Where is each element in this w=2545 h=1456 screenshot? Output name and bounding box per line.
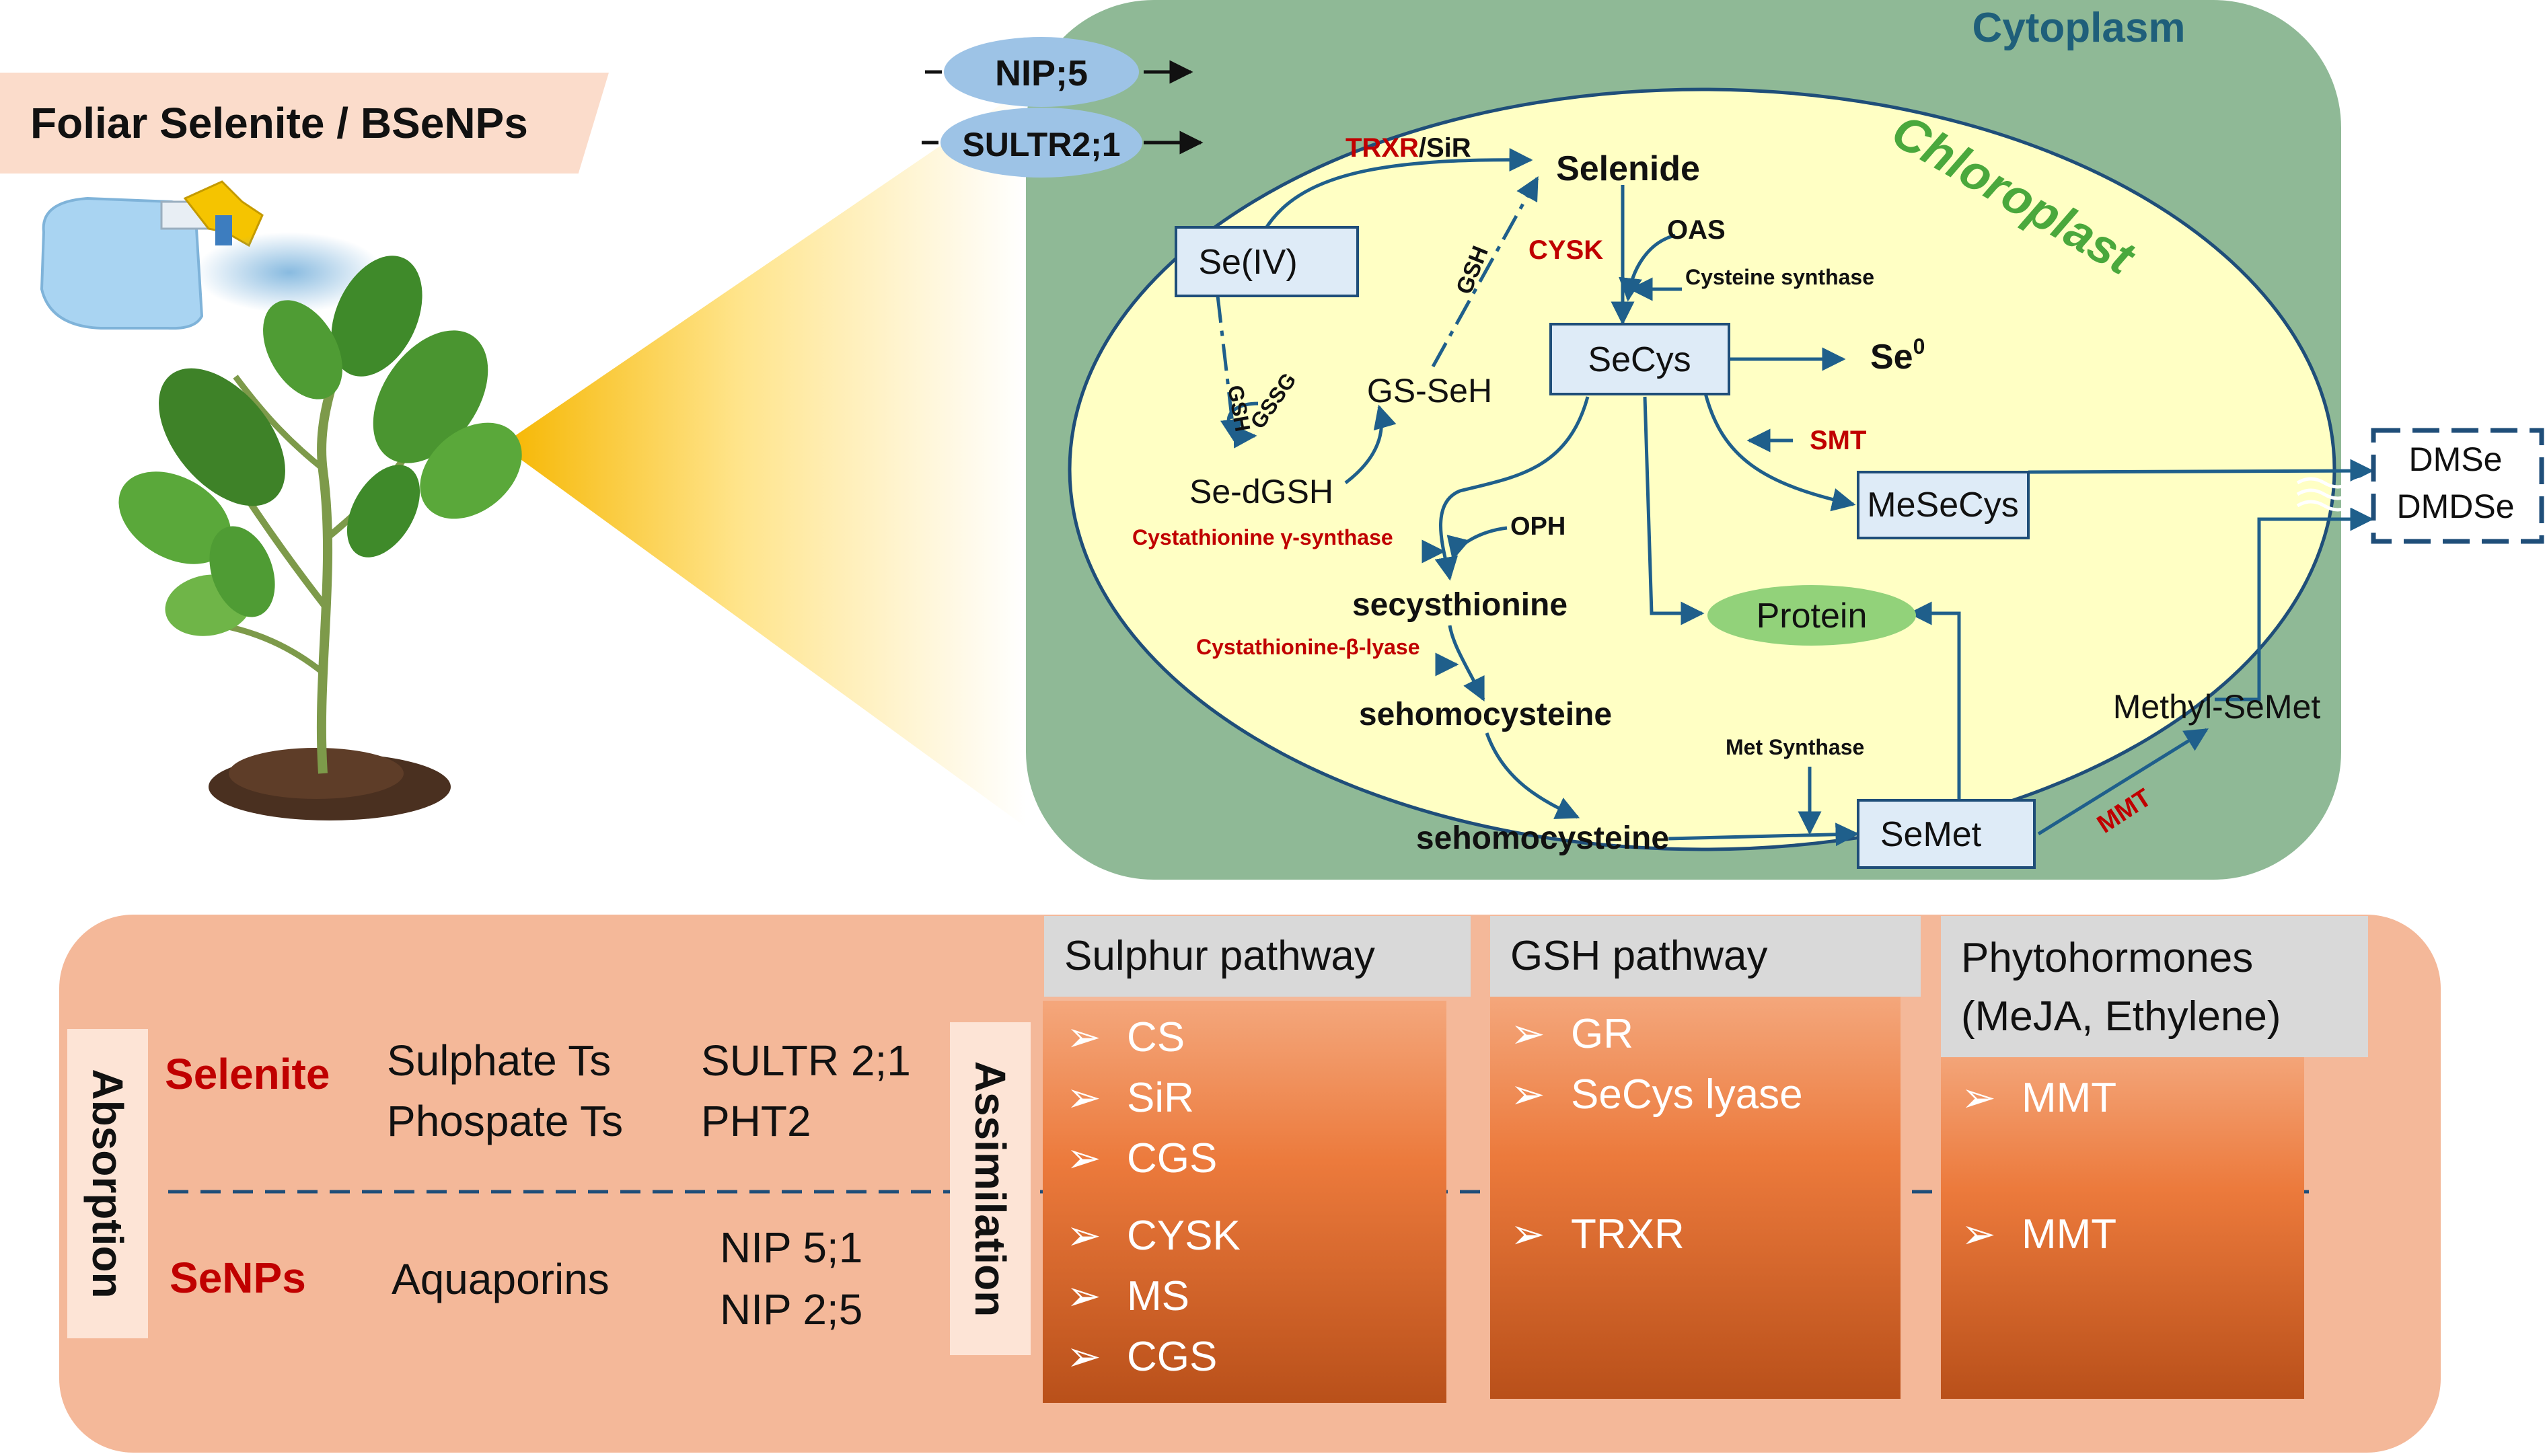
methylsemet-label: Methyl-SeMet	[2113, 688, 2321, 726]
arrow-sehomo-semet	[1668, 822, 1859, 847]
spray-bottle-icon	[40, 180, 383, 330]
sulphur-top-item: ➢SiR	[1066, 1075, 1194, 1121]
sulphur-bottom-item: ➢CYSK	[1066, 1213, 1241, 1259]
absorption-label: Absorption	[67, 1029, 148, 1338]
senps-label: SeNPs	[170, 1254, 306, 1302]
phytohormones-header: Phytohormones (MeJA, Ethylene)	[1941, 916, 2368, 1057]
sedgsh-label: Se-dGSH	[1189, 473, 1333, 510]
sehomocysteine-label-1: sehomocysteine	[1359, 697, 1612, 732]
oas-label: OAS	[1667, 215, 1726, 245]
phyto-bottom-item: ➢MMT	[1961, 1211, 2117, 1258]
mesecys-label: MeSeCys	[1867, 486, 2018, 525]
arrow-secys-mesecys	[1703, 393, 1856, 512]
arrow-secysthionine-sehomo	[1448, 625, 1485, 702]
arrow-methylsemet-dmdse	[2215, 507, 2374, 701]
trxr-sir-label: TRXR/SiR	[1345, 133, 1471, 163]
senps-transporter-1: Aquaporins	[392, 1255, 610, 1303]
selenite-transporter-1: Sulphate Ts	[387, 1036, 612, 1085]
smt-label: SMT	[1810, 426, 1866, 455]
arrow-semet-protein	[1908, 601, 1961, 802]
dmse-label: DMSe	[2409, 440, 2503, 478]
sulphur-bottom-item: ➢CGS	[1066, 1334, 1218, 1380]
selenite-gene-2: PHT2	[701, 1097, 811, 1145]
seiv-box	[1175, 226, 1359, 297]
cytoplasm-label: Cytoplasm	[1972, 5, 2186, 51]
gsh-bottom-item: ➢TRXR	[1510, 1211, 1685, 1258]
sulphur-bottom-item: ➢MS	[1066, 1273, 1189, 1319]
arrow-sehomo-sehomo	[1485, 732, 1580, 819]
nip-transporter	[944, 37, 1139, 107]
secys-label: SeCys	[1588, 340, 1691, 379]
phyto-top-item: ➢MMT	[1961, 1075, 2117, 1121]
mesecys-box	[1857, 471, 2030, 539]
cysteine-synthase-label: Cysteine synthase	[1685, 265, 1874, 289]
gsh-top-item: ➢SeCys lyase	[1510, 1071, 1803, 1118]
arrow-oph	[1446, 526, 1508, 561]
cysk-label: CYSK	[1528, 235, 1603, 265]
volatile-box	[2371, 428, 2544, 544]
title-banner: Foliar Selenite / BSeNPs	[0, 73, 609, 174]
light-beam	[501, 87, 1026, 827]
sultr-transporter-label: SULTR2;1	[962, 126, 1120, 163]
dmdse-label: DMDSe	[2396, 488, 2514, 525]
secys-box	[1549, 323, 1730, 395]
protein-node	[1707, 585, 1916, 646]
secysthionine-label: secysthionine	[1352, 587, 1567, 623]
arrow-gsseh-selenide	[1431, 176, 1539, 368]
sulphur-top-item: ➢CGS	[1066, 1135, 1218, 1182]
se0-label: Se0	[1870, 334, 1925, 377]
gsseh-label: GS-SeH	[1367, 372, 1492, 410]
senps-gene-1: NIP 5;1	[720, 1223, 863, 1272]
selenite-label: Selenite	[165, 1050, 330, 1098]
assimilation-label: Assimilation	[950, 1022, 1031, 1355]
gsh-cycle	[1226, 401, 1259, 449]
gsh-pathway-panel	[1490, 995, 1901, 1399]
selenite-gene-1: SULTR 2;1	[701, 1036, 911, 1085]
arrow-seiv-sedgsh	[1216, 295, 1244, 443]
selenite-transporter-2: Phospate Ts	[387, 1097, 624, 1145]
volatile-icon	[2296, 477, 2380, 512]
semet-label: SeMet	[1880, 815, 1982, 854]
cystathionine-gamma-label: Cystathionine γ-synthase	[1132, 525, 1393, 549]
semet-box	[1857, 799, 2036, 869]
senps-gene-2: NIP 2;5	[720, 1285, 863, 1334]
nip-transporter-label: NIP;5	[995, 53, 1088, 93]
sulphur-top-item: ➢CS	[1066, 1014, 1185, 1061]
seiv-label: Se(IV)	[1198, 243, 1297, 282]
sulphur-pathway-header: Sulphur pathway	[1044, 916, 1471, 997]
sultr-transporter	[940, 108, 1142, 178]
phytohormones-panel	[1941, 1049, 2304, 1399]
cystathionine-beta-label: Cystathionine-β-lyase	[1196, 635, 1420, 659]
sulphur-pathway-panel	[1043, 1001, 1446, 1403]
arrow-semet-methylsemet	[2037, 728, 2209, 836]
gsh-pathway-header: GSH pathway	[1490, 916, 1921, 997]
protein-label: Protein	[1757, 597, 1868, 636]
met-synthase-label: Met Synthase	[1726, 735, 1864, 759]
gsh-top-item: ➢GR	[1510, 1011, 1633, 1057]
arrow-mesecys-dmse	[2028, 459, 2374, 483]
selenide-label: Selenide	[1556, 149, 1700, 188]
arrow-sedgsh-gsseh	[1344, 404, 1397, 484]
arrow-secys-protein	[1643, 396, 1705, 625]
plant-image	[118, 256, 522, 820]
arrow-seiv-selenide	[1263, 148, 1533, 231]
oph-label: OPH	[1510, 512, 1565, 541]
sehomocysteine-label-2: sehomocysteine	[1416, 820, 1669, 856]
